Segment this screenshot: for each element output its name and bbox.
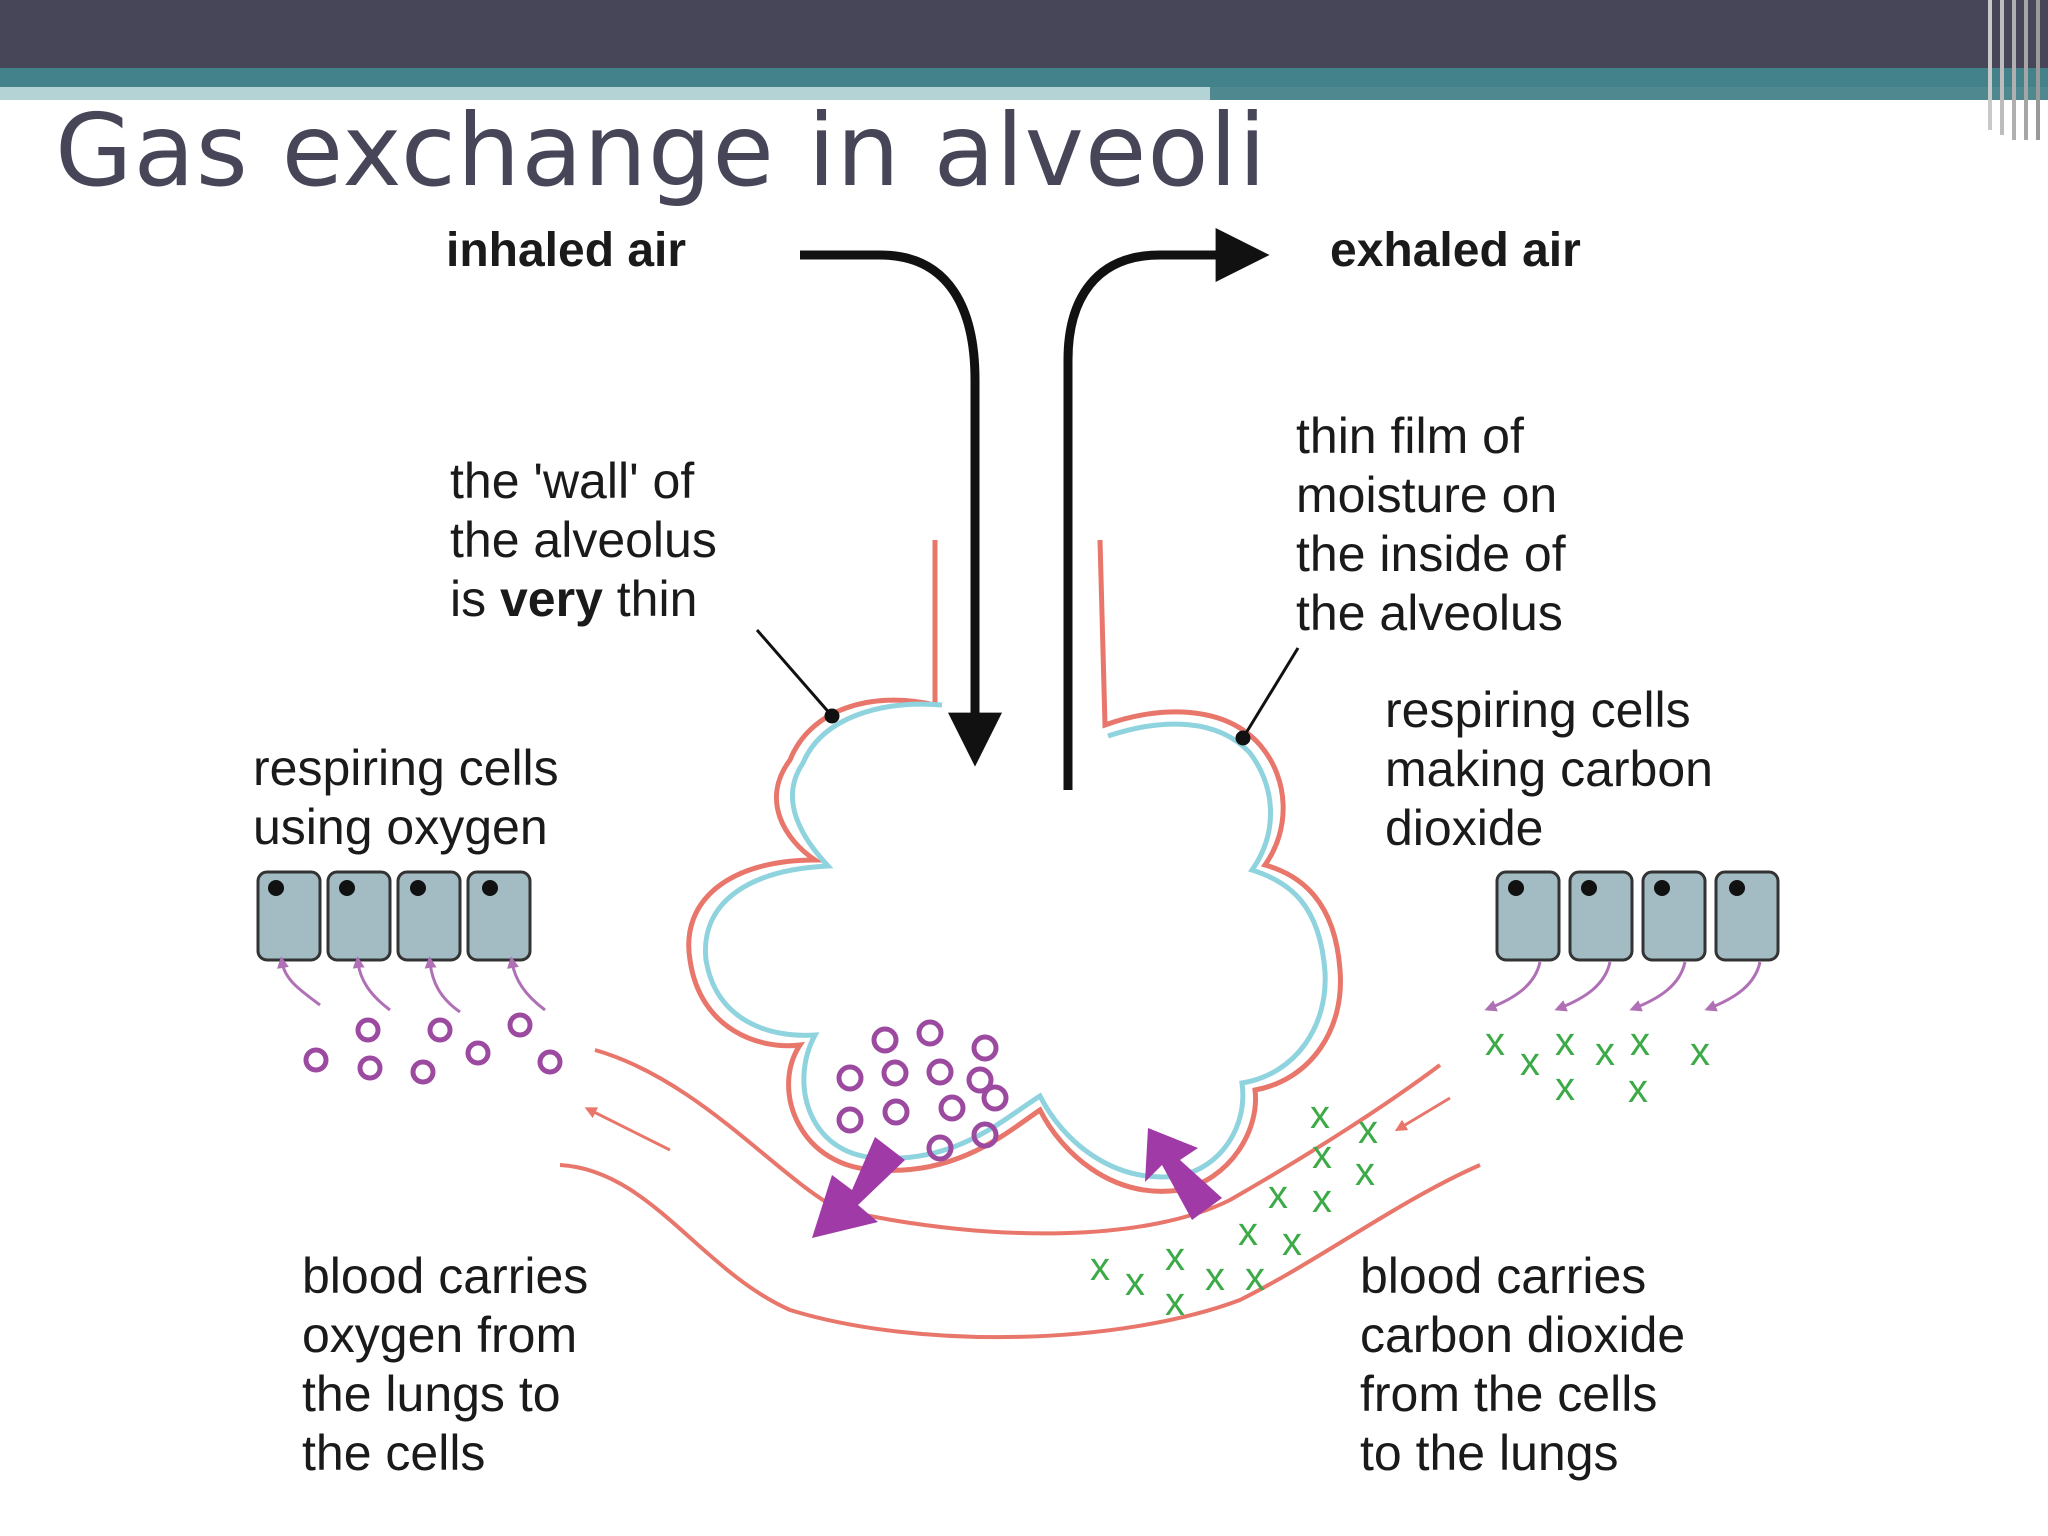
co2-marker: x <box>1165 1280 1185 1324</box>
blood-co2-label-line: carbon dioxide <box>1360 1307 1685 1363</box>
co2-marker: x <box>1245 1255 1265 1299</box>
co2-marker: x <box>1690 1030 1710 1074</box>
co2-marker: x <box>1312 1177 1332 1221</box>
alveolus <box>686 539 1343 1194</box>
co2-marker: x <box>1520 1040 1540 1084</box>
right-cells-label-line: respiring cells <box>1385 682 1691 738</box>
co2-marker: x <box>1268 1173 1288 1217</box>
blood-oxygen-label-line: blood carries <box>302 1248 588 1304</box>
left-cells-label-line: respiring cells <box>253 740 559 796</box>
blood-co2-label-line: blood carries <box>1360 1248 1646 1304</box>
co2-marker: x <box>1312 1133 1332 1177</box>
respiring-cells-left <box>256 870 532 962</box>
co2-marker: x <box>1355 1150 1375 1194</box>
co2-marker: x <box>1282 1220 1302 1264</box>
wall-label-line: is very thin <box>450 571 697 627</box>
wall-label-line: the 'wall' of <box>450 453 694 509</box>
moisture-label-line: thin film of <box>1296 408 1524 464</box>
co2-marker: x <box>1205 1255 1225 1299</box>
co2-release-arrows <box>1484 961 1762 1012</box>
moisture-label-line: the inside of <box>1296 526 1566 582</box>
co2-marker: x <box>1555 1020 1575 1064</box>
wall-label: the 'wall' of the alveolus is very thin <box>450 453 717 627</box>
blood-oxygen-label-line: the cells <box>302 1425 485 1481</box>
blood-oxygen-label-line: oxygen from <box>302 1307 577 1363</box>
moisture-label-line: moisture on <box>1296 467 1557 523</box>
wall-label-line: the alveolus <box>450 512 717 568</box>
co2-marker: x <box>1165 1235 1185 1279</box>
moisture-label-line: the alveolus <box>1296 585 1563 641</box>
inhaled-air-label: inhaled air <box>446 224 686 277</box>
oxygen-uptake-arrows <box>277 956 546 1014</box>
slide-title: Gas exchange in alveoli <box>55 92 1268 209</box>
respiring-cells-right <box>1495 870 1780 962</box>
blood-co2-label-line: to the lungs <box>1360 1425 1619 1481</box>
airflow-arrows <box>800 228 1270 790</box>
leader-lines <box>755 629 1300 746</box>
left-cells-label-line: using oxygen <box>253 799 548 855</box>
oxygen-molecules-left <box>303 1012 563 1085</box>
exhaled-air-label: exhaled air <box>1330 224 1581 277</box>
wall-label-suffix: thin <box>603 571 698 627</box>
co2-marker: x <box>1630 1020 1650 1064</box>
co2-marker: x <box>1628 1067 1648 1111</box>
wall-label-prefix: is <box>450 571 500 627</box>
blood-co2-label-line: from the cells <box>1360 1366 1657 1422</box>
oxygen-cluster-alveolus <box>836 1019 1009 1162</box>
moisture-label: thin film of moisture on the inside of t… <box>1296 408 1566 641</box>
co2-marker: x <box>1358 1108 1378 1152</box>
right-cells-label-line: dioxide <box>1385 800 1543 856</box>
blood-oxygen-label: blood carries oxygen from the lungs to t… <box>302 1248 588 1481</box>
co2-marker: x <box>1595 1030 1615 1074</box>
co2-marker: x <box>1485 1020 1505 1064</box>
co2-marker: x <box>1238 1210 1258 1254</box>
blood-vessel <box>559 1048 1481 1340</box>
wall-label-emphasis: very <box>500 571 603 627</box>
blood-co2-label: blood carries carbon dioxide from the ce… <box>1360 1248 1685 1481</box>
header-highlight-bar <box>0 87 1210 100</box>
co2-markers-blood: x x x x x x x x x x x x x x <box>1090 1093 1378 1324</box>
header-bar <box>0 0 2048 68</box>
header-accent-right <box>1210 87 2048 100</box>
co2-markers-cells: x x x x x x x x <box>1485 1020 1710 1111</box>
corner-decoration <box>1845 0 2040 140</box>
diffusion-arrows <box>812 1128 1222 1238</box>
co2-marker: x <box>1125 1260 1145 1304</box>
co2-marker: x <box>1555 1065 1575 1109</box>
left-cells-label: respiring cells using oxygen <box>253 740 559 855</box>
co2-marker: x <box>1310 1093 1330 1137</box>
blood-oxygen-label-line: the lungs to <box>302 1366 561 1422</box>
right-cells-label: respiring cells making carbon dioxide <box>1385 682 1713 856</box>
co2-marker: x <box>1090 1245 1110 1289</box>
right-cells-label-line: making carbon <box>1385 741 1713 797</box>
